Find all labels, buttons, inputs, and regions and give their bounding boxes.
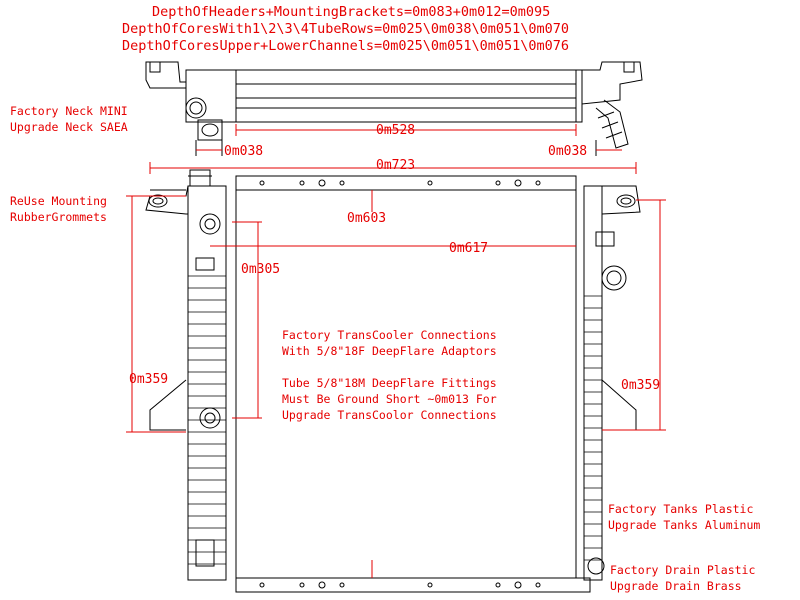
top-view-radiator [145, 61, 643, 156]
note-tube-3: Upgrade TransCoolor Connections [282, 408, 497, 422]
note-tube-1: Tube 5/8"18M DeepFlare Fittings [282, 376, 497, 390]
dim-neck-right: 0m038 [548, 144, 588, 159]
note-tanks-upgrade: Upgrade Tanks Aluminum [608, 518, 761, 532]
dim-cooler-spacing: 0m305 [241, 262, 281, 277]
note-transcooler-1: Factory TransCooler Connections [282, 328, 497, 342]
note-transcooler-2: With 5/8"18F DeepFlare Adaptors [282, 344, 497, 358]
note-tube-2: Must Be Ground Short ~0m013 For [282, 392, 497, 406]
dim-core-width: 0m603 [347, 211, 387, 226]
front-view-radiator [145, 169, 641, 593]
fittings [148, 179, 636, 589]
dim-top-core-width: 0m528 [376, 123, 416, 138]
header-cores-depth: DepthOfCoresWith1\2\3\4TubeRows=0m025\0m… [122, 21, 570, 37]
dim-inner-width: 0m617 [449, 241, 489, 256]
note-drain-upgrade: Upgrade Drain Brass [610, 579, 742, 593]
note-drain-factory: Factory Drain Plastic [610, 563, 756, 577]
header-channels-depth: DepthOfCoresUpper+LowerChannels=0m025\0m… [122, 38, 570, 54]
note-tanks-factory: Factory Tanks Plastic [608, 502, 754, 516]
tank-ribs [188, 275, 602, 565]
dim-overall-width: 0m723 [376, 158, 416, 173]
header-headers-depth: DepthOfHeaders+MountingBrackets=0m083+0m… [152, 4, 551, 20]
note-mounting-2: RubberGrommets [10, 210, 107, 224]
note-neck-upgrade: Upgrade Neck SAEA [10, 120, 128, 134]
dimension-lines [126, 124, 666, 578]
dim-neck-left: 0m038 [224, 144, 264, 159]
dim-left-height: 0m359 [129, 372, 169, 387]
note-neck-factory: Factory Neck MINI [10, 104, 128, 118]
dim-right-height: 0m359 [621, 378, 661, 393]
note-mounting-1: ReUse Mounting [10, 194, 107, 208]
